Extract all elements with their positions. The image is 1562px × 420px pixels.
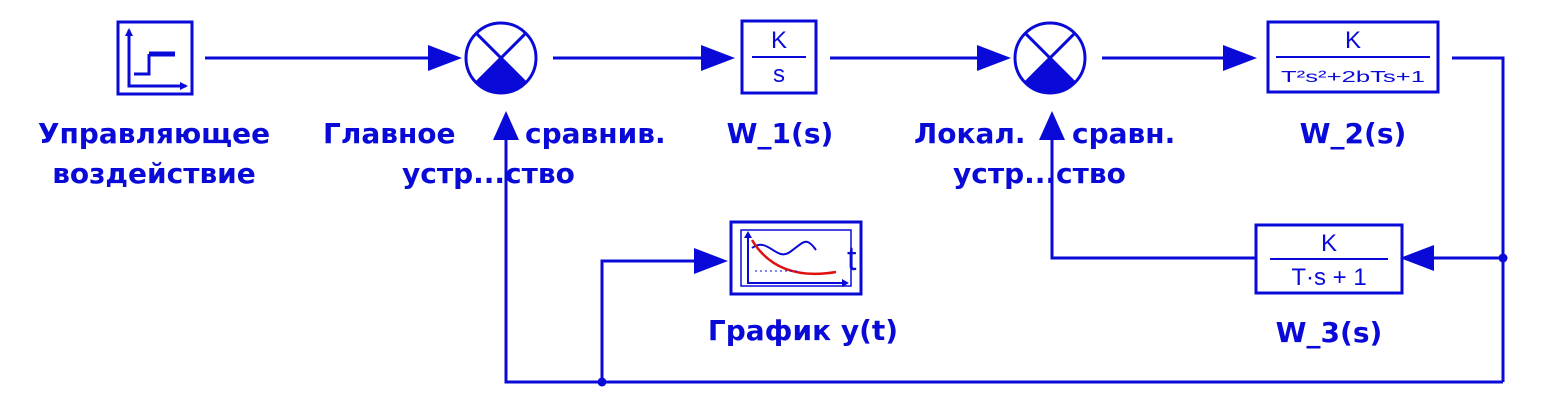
w3-numerator: K <box>1321 230 1337 257</box>
arrow-into-local-comparator <box>977 45 1011 71</box>
arrow-into-plot <box>694 248 728 274</box>
label-main-comparator-line1: Главное <box>323 117 456 150</box>
step-function-icon <box>125 28 188 90</box>
plot-axis-t: t <box>847 240 857 278</box>
wire-main-feedback <box>504 132 1503 384</box>
junction-dot-right <box>1498 253 1508 263</box>
arrow-into-main-comparator <box>428 45 462 71</box>
label-main-comparator-line1b: сравнив. <box>525 117 666 150</box>
junction-dot-bottom <box>597 377 607 387</box>
w1-numerator: K <box>771 27 787 54</box>
labels: Управляющее воздействие Главное сравнив.… <box>38 117 1406 349</box>
w2-block[interactable]: K T²s²+2bTs+1 <box>1266 20 1440 94</box>
graph-plot-icon <box>744 231 849 287</box>
label-plot: График y(t) <box>708 314 898 347</box>
w2-denominator: T²s²+2bTs+1 <box>1281 69 1425 86</box>
w1-block[interactable]: K s <box>740 19 818 95</box>
arrow-feedback-local-comparator <box>1039 111 1065 140</box>
arrow-into-w3 <box>1400 245 1434 271</box>
w3-block[interactable]: K T·s + 1 <box>1254 223 1404 295</box>
label-w3: W_3(s) <box>1276 316 1383 349</box>
w1-denominator: s <box>773 61 785 88</box>
arrowheads <box>428 45 1508 387</box>
wire-w2-output <box>1452 56 1505 382</box>
label-main-comparator-line2: устр...ство <box>402 157 575 190</box>
w2-numerator: K <box>1345 27 1361 54</box>
connections <box>205 56 1505 384</box>
label-w1: W_1(s) <box>727 117 834 150</box>
label-local-comparator-line1: Локал. <box>914 117 1026 150</box>
wire-w3-to-local-comparator <box>1050 132 1255 260</box>
main-comparator[interactable] <box>464 21 538 95</box>
arrow-feedback-main-comparator <box>493 111 519 140</box>
label-step-source-line2: воздействие <box>52 157 256 190</box>
label-w2: W_2(s) <box>1300 117 1407 150</box>
arrow-into-w1 <box>701 45 735 71</box>
step-source-block[interactable] <box>116 20 194 96</box>
label-local-comparator-line2: устр...ство <box>953 157 1126 190</box>
label-local-comparator-line1b: сравн. <box>1072 117 1175 150</box>
local-comparator[interactable] <box>1013 21 1087 95</box>
label-step-source-line1: Управляющее <box>38 117 270 150</box>
wire-output-to-plot <box>600 259 711 382</box>
plot-block[interactable]: t <box>729 220 863 296</box>
w3-denominator: T·s + 1 <box>1291 264 1366 291</box>
arrow-into-w2 <box>1223 45 1257 71</box>
